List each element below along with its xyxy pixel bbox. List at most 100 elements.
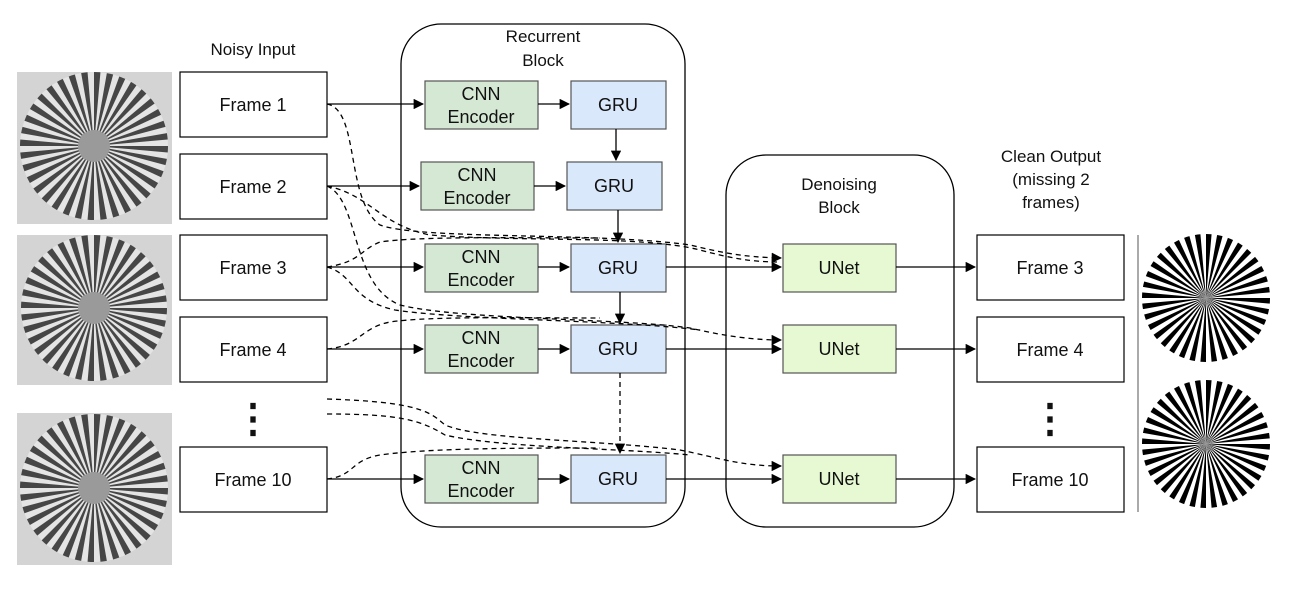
output-ellipsis: ⋮: [1030, 397, 1070, 441]
star-spoke: [94, 244, 136, 308]
star-spoke: [94, 488, 159, 531]
star-spoke: [94, 235, 101, 308]
noisy-image-2: [17, 235, 172, 385]
star-spoke: [94, 488, 164, 520]
gru-4: GRU: [570, 324, 667, 374]
star-spoke: [1160, 298, 1206, 348]
star-spoke: [47, 248, 94, 308]
star-spoke: [26, 488, 94, 525]
star-spoke: [94, 73, 114, 146]
star-spoke: [51, 146, 94, 211]
star-spoke: [94, 76, 126, 146]
star-spoke: [1206, 402, 1259, 444]
star-spoke: [87, 146, 94, 220]
star-spoke: [94, 146, 168, 153]
star-spoke: [81, 235, 94, 308]
star-spoke: [57, 420, 94, 488]
input-frame-2: Frame 2: [179, 153, 328, 220]
svg-text:CNN: CNN: [458, 165, 497, 185]
svg-text:CNN: CNN: [462, 84, 501, 104]
gru-10: GRU: [570, 454, 667, 504]
star-spoke: [94, 109, 162, 146]
star-spoke: [1174, 386, 1206, 444]
svg-text:GRU: GRU: [598, 469, 638, 489]
input-frame-4: Frame 4: [179, 316, 328, 383]
star-center: [78, 130, 110, 162]
star-spoke: [94, 308, 167, 315]
unet-3: UNet: [782, 243, 897, 293]
star-spoke: [94, 415, 114, 488]
star-spoke: [74, 146, 94, 219]
star-spoke: [1206, 298, 1248, 351]
star-spoke: [1194, 234, 1206, 298]
star-spoke: [1206, 266, 1264, 298]
star-spoke: [1189, 444, 1206, 508]
star-spoke: [68, 74, 94, 146]
star-spoke: [94, 81, 137, 146]
unet-10: UNet: [782, 454, 897, 504]
star-spoke: [1206, 444, 1218, 508]
noisy-input-title: Noisy Input: [210, 40, 295, 59]
star-spoke: [1206, 380, 1212, 444]
star-spoke: [94, 414, 101, 488]
star-spoke: [37, 93, 94, 146]
star-spoke: [33, 146, 94, 194]
star-spoke: [94, 308, 158, 350]
star-spoke: [20, 146, 95, 159]
star-spoke: [94, 423, 137, 488]
star-spoke: [94, 308, 163, 339]
star-spoke: [94, 146, 167, 166]
star-spoke: [21, 468, 94, 488]
star-spoke: [94, 271, 161, 308]
star-spoke: [94, 451, 162, 488]
star-spoke: [25, 277, 94, 308]
denoising-block-title-line2: Block: [818, 198, 860, 217]
star-spoke: [1160, 444, 1206, 494]
star-spoke: [22, 146, 94, 172]
skip-frame3-unet4: [326, 266, 701, 331]
star-spoke: [1153, 298, 1206, 340]
star-spoke: [34, 308, 94, 355]
star-spoke: [94, 308, 141, 368]
star-spoke: [1169, 298, 1206, 354]
star-spoke: [94, 146, 151, 199]
star-spoke: [1206, 298, 1238, 356]
star-spoke: [1206, 444, 1238, 502]
star-spoke: [1142, 444, 1206, 456]
star-spoke: [1206, 388, 1243, 444]
skip-frame1-unet3: [326, 103, 783, 263]
cnn-encoder-1: CNN Encoder: [424, 80, 539, 130]
star-spoke: [94, 308, 107, 381]
dashed-arrows: [326, 103, 783, 480]
denoising-block-title-line1: Denoising: [801, 175, 877, 194]
star-spoke: [94, 252, 146, 308]
star-spoke: [1206, 298, 1218, 362]
star-spoke: [26, 146, 94, 183]
star-spoke: [1206, 237, 1234, 298]
star-spoke: [1142, 281, 1206, 298]
star-spoke: [94, 295, 167, 308]
input-ellipsis: ⋮: [233, 397, 273, 441]
star-spoke: [1142, 427, 1206, 444]
star-spoke: [21, 126, 94, 146]
output-frame-3: Frame 3: [976, 234, 1125, 301]
svg-text:GRU: GRU: [594, 176, 634, 196]
star-spoke: [1206, 298, 1267, 326]
star-spoke: [94, 120, 166, 146]
skip-frame3-unet3: [326, 237, 601, 268]
svg-text:Encoder: Encoder: [443, 188, 510, 208]
star-spoke: [23, 308, 95, 333]
star-spoke: [46, 427, 94, 488]
star-spoke: [1206, 444, 1270, 461]
gru-3: GRU: [570, 243, 667, 293]
star-spoke: [1150, 407, 1206, 444]
noisy-image-1: [17, 71, 172, 224]
cnn-encoder-4: CNN Encoder: [424, 324, 539, 374]
star-spoke: [1206, 256, 1259, 298]
star-spoke: [22, 488, 94, 514]
star-spoke: [1184, 236, 1206, 298]
star-spoke: [94, 71, 101, 146]
star-spoke: [24, 456, 94, 488]
input-frame-4-label: Frame 4: [219, 340, 286, 360]
star-spoke: [1148, 444, 1206, 476]
